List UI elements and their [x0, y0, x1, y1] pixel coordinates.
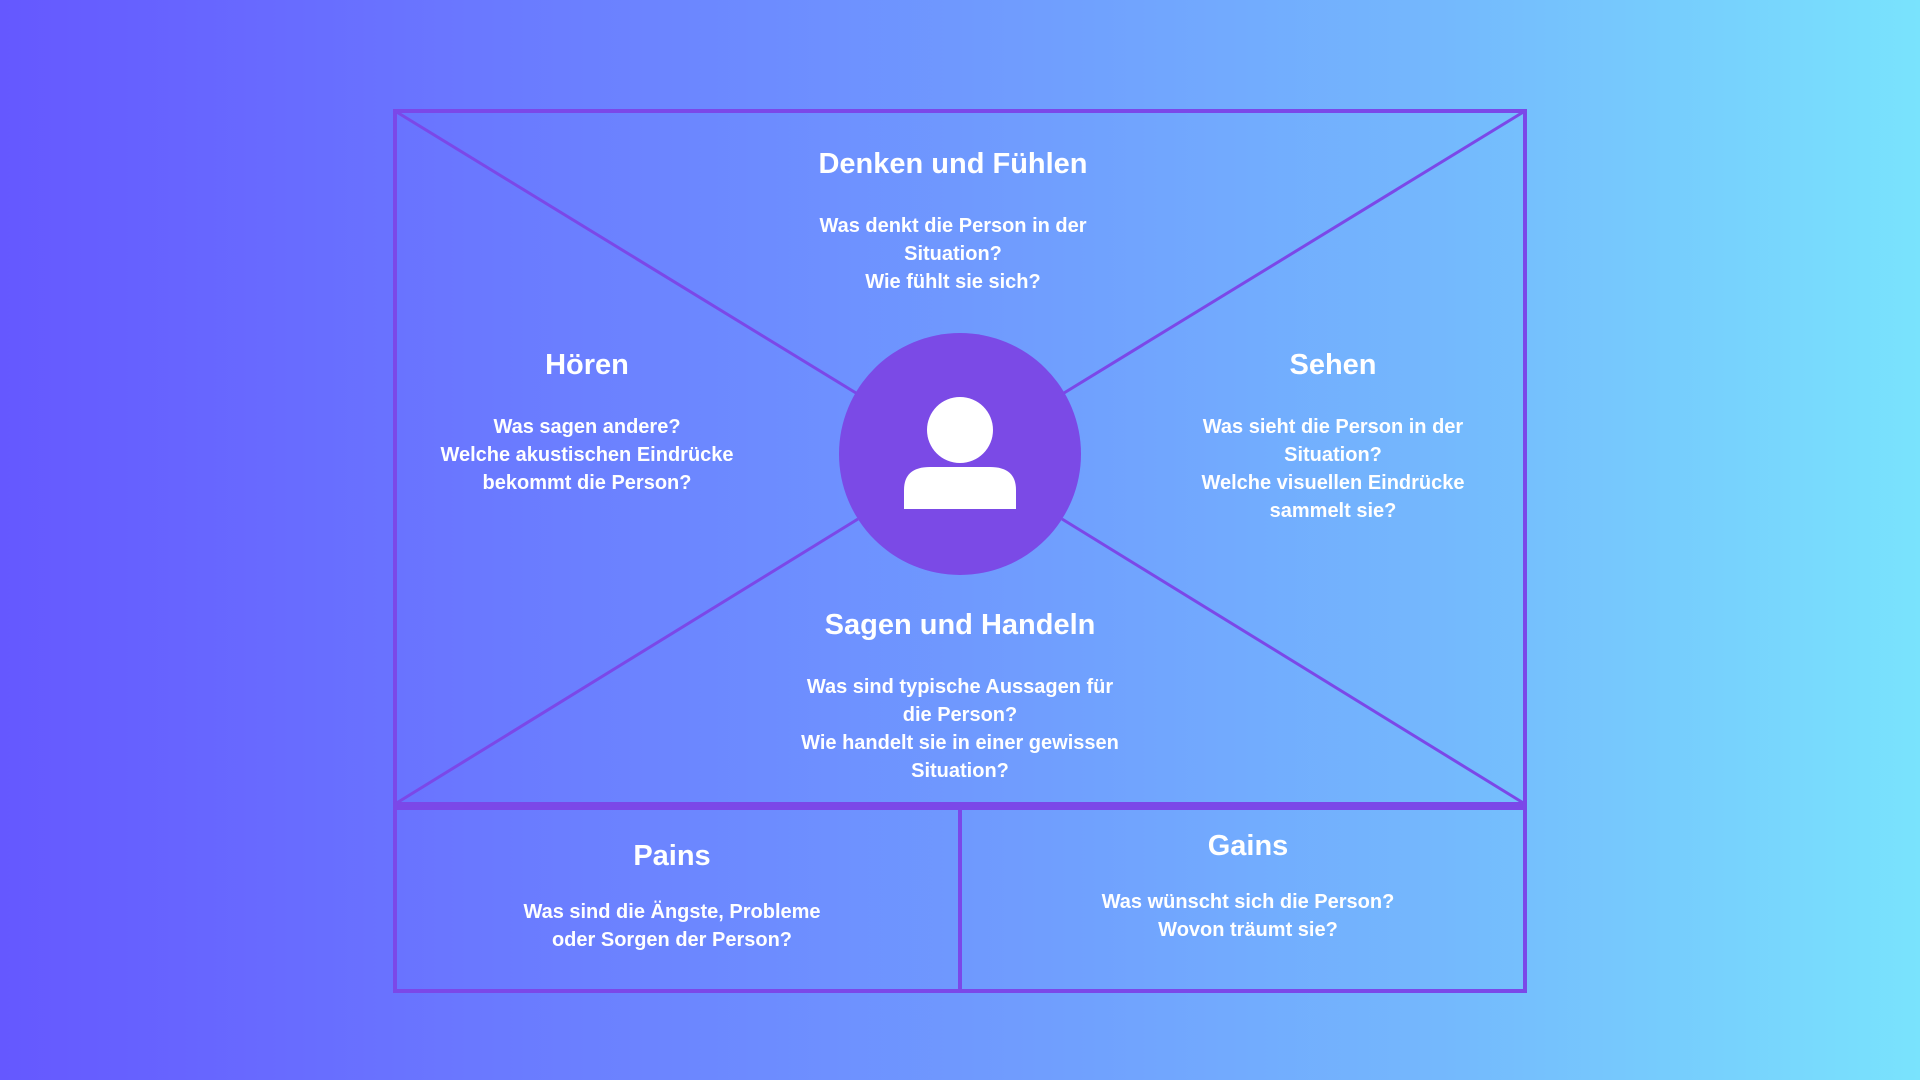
section-title: Sagen und Handeln — [824, 609, 1096, 641]
question-line: Was wünscht sich die Person? — [1101, 891, 1395, 913]
question-line: Was sind typische Aussagen für — [806, 676, 1114, 698]
section-pains: Pains Was sind die Ängste, Probleme oder… — [472, 838, 872, 954]
question-line: Was sagen andere? — [493, 416, 681, 438]
question-line: bekommt die Person? — [482, 472, 692, 494]
section-title: Hören — [545, 349, 629, 381]
section-questions: Was wünscht sich die Person? Wovon träum… — [1048, 888, 1448, 944]
question-line: sammelt sie? — [1269, 500, 1397, 522]
section-title: Sehen — [1289, 349, 1377, 381]
question-line: Wovon träumt sie? — [1158, 919, 1338, 941]
question-line: Wie handelt sie in einer gewissen — [801, 732, 1119, 754]
section-see: Sehen Was sieht die Person in der Situat… — [1150, 347, 1516, 525]
question-line: Welche visuellen Eindrücke — [1201, 472, 1465, 494]
section-title: Pains — [633, 840, 711, 872]
section-questions: Was sieht die Person in der Situation? W… — [1150, 413, 1516, 525]
question-line: Was sind die Ängste, Probleme — [523, 901, 821, 923]
diagonal-bottom-left — [394, 517, 859, 806]
question-line: Was sieht die Person in der — [1202, 416, 1464, 438]
diagonal-bottom-right — [1061, 517, 1526, 806]
section-gains: Gains Was wünscht sich die Person? Wovon… — [1048, 828, 1448, 944]
gains-box — [958, 806, 1527, 993]
question-line: Welche akustischen Eindrücke — [440, 444, 734, 466]
diagonal-top-right — [1063, 109, 1526, 395]
question-line: die Person? — [902, 704, 1018, 726]
person-icon — [839, 333, 1081, 575]
question-line: Situation? — [1284, 444, 1382, 466]
section-questions: Was sagen andere? Welche akustischen Ein… — [404, 413, 770, 497]
section-title: Gains — [1207, 830, 1289, 862]
section-questions: Was sind die Ängste, Probleme oder Sorge… — [472, 898, 872, 954]
section-title: Denken und Fühlen — [818, 148, 1088, 180]
section-say-do: Sagen und Handeln Was sind typische Auss… — [755, 607, 1165, 785]
question-line: Wie fühlt sie sich? — [865, 271, 1041, 293]
section-questions: Was denkt die Person in der Situation? W… — [758, 212, 1148, 296]
diagonal-top-left — [394, 109, 857, 395]
section-think-feel: Denken und Fühlen Was denkt die Person i… — [758, 146, 1148, 296]
question-line: Situation? — [911, 760, 1009, 782]
question-line: oder Sorgen der Person? — [551, 929, 793, 951]
question-line: Situation? — [904, 243, 1002, 265]
section-questions: Was sind typische Aussagen für die Perso… — [755, 673, 1165, 785]
section-hear: Hören Was sagen andere? Welche akustisch… — [404, 347, 770, 497]
question-line: Was denkt die Person in der — [819, 215, 1087, 237]
upper-frame — [393, 109, 1527, 806]
